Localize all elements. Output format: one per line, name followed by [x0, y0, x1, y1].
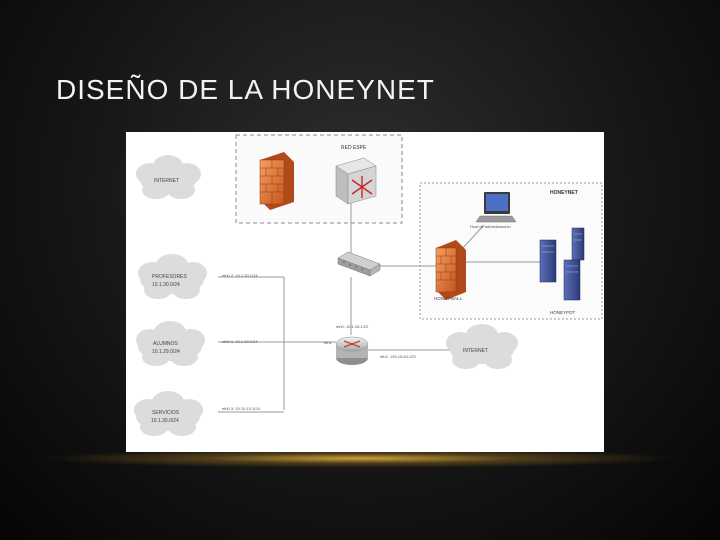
management-host-icon	[475, 192, 517, 223]
alumnos-name: ALUMNOS	[153, 341, 178, 347]
profesores-name: PROFESORES	[152, 274, 187, 280]
profesores-cloud	[138, 254, 207, 299]
eth0-3-label: eth0.3: 10.10.10.1/24	[222, 406, 261, 411]
alumnos-subnet: 10.1.29.0/24	[152, 349, 180, 355]
honeynet-label: HONEYNET	[550, 190, 578, 196]
servicios-cloud	[134, 391, 203, 436]
router-icon	[335, 336, 369, 365]
profesores-subnet: 10.1.30.0/24	[152, 282, 180, 288]
eth0-1-label: eth0.1: 10.1.28.1/24	[222, 339, 258, 344]
eth2-label: eth2: 190.15.84.129	[380, 354, 416, 359]
distribution-switch-icon	[337, 251, 381, 277]
eth0-2-label: eth0.2: 10.1.30.1/24	[222, 273, 258, 278]
slide-title: DISEÑO DE LA HONEYNET	[56, 74, 435, 105]
network-diagram: RED ESPE HONEYNET INTERNET	[126, 132, 604, 452]
internet-right-label: INTERNET	[463, 348, 488, 354]
honeypot-label: HONEYPOT	[550, 310, 576, 315]
internet-top-label: INTERNET	[154, 178, 179, 184]
core-switch-icon	[335, 157, 377, 205]
honeywall-label: HONEYWALL	[434, 296, 463, 301]
network-diagram-svg: RED ESPE HONEYNET INTERNET	[134, 134, 603, 436]
red-espe-label: RED ESPE	[341, 145, 367, 151]
internet-right-cloud	[446, 324, 518, 369]
servicios-name: SERVICIOS	[152, 410, 180, 416]
internet-top-cloud	[136, 155, 201, 199]
eth1-label: eth1	[324, 340, 333, 345]
management-host-label: Host de administración	[470, 224, 511, 229]
eth0-label: eth0: 10.1.28.1/22	[336, 324, 369, 329]
honeywall-icon	[435, 240, 466, 300]
servicios-subnet: 10.1.30.0/24	[151, 418, 179, 424]
decorative-glow-line	[40, 452, 680, 468]
honeypot-servers-icon	[539, 227, 585, 301]
alumnos-cloud	[136, 321, 205, 366]
firewall-icon	[259, 152, 294, 210]
